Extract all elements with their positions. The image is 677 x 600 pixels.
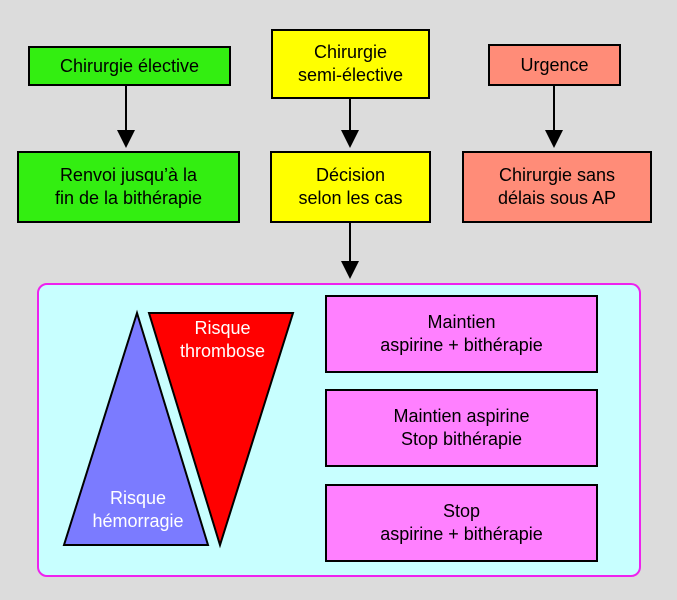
arrow-elective: [117, 86, 135, 148]
elective-surgery-box: Chirurgie élective: [28, 46, 231, 86]
case-by-case-decision-box: Décision selon les cas: [270, 151, 431, 223]
arrow-semi-elective: [341, 99, 359, 148]
immediate-surgery-box: Chirurgie sans délais sous AP: [462, 151, 652, 223]
bleeding-risk-triangle: [62, 309, 210, 546]
option-stop-both-box: Stop aspirine + bithérapie: [325, 484, 598, 562]
thrombosis-risk-label: Risque thrombose: [179, 318, 266, 361]
thrombosis-risk-triangle: [147, 312, 295, 549]
semi-elective-surgery-box: Chirurgie semi-élective: [271, 29, 430, 99]
option-continue-both-box: Maintien aspirine + bithérapie: [325, 295, 598, 373]
postpone-surgery-box: Renvoi jusqu’à la fin de la bithérapie: [17, 151, 240, 223]
arrow-to-panel: [341, 223, 359, 279]
option-continue-aspirin-box: Maintien aspirine Stop bithérapie: [325, 389, 598, 467]
arrow-urgent: [545, 86, 563, 148]
bleeding-risk-label: Risque hémorragie: [92, 488, 184, 531]
urgent-surgery-box: Urgence: [488, 44, 621, 86]
